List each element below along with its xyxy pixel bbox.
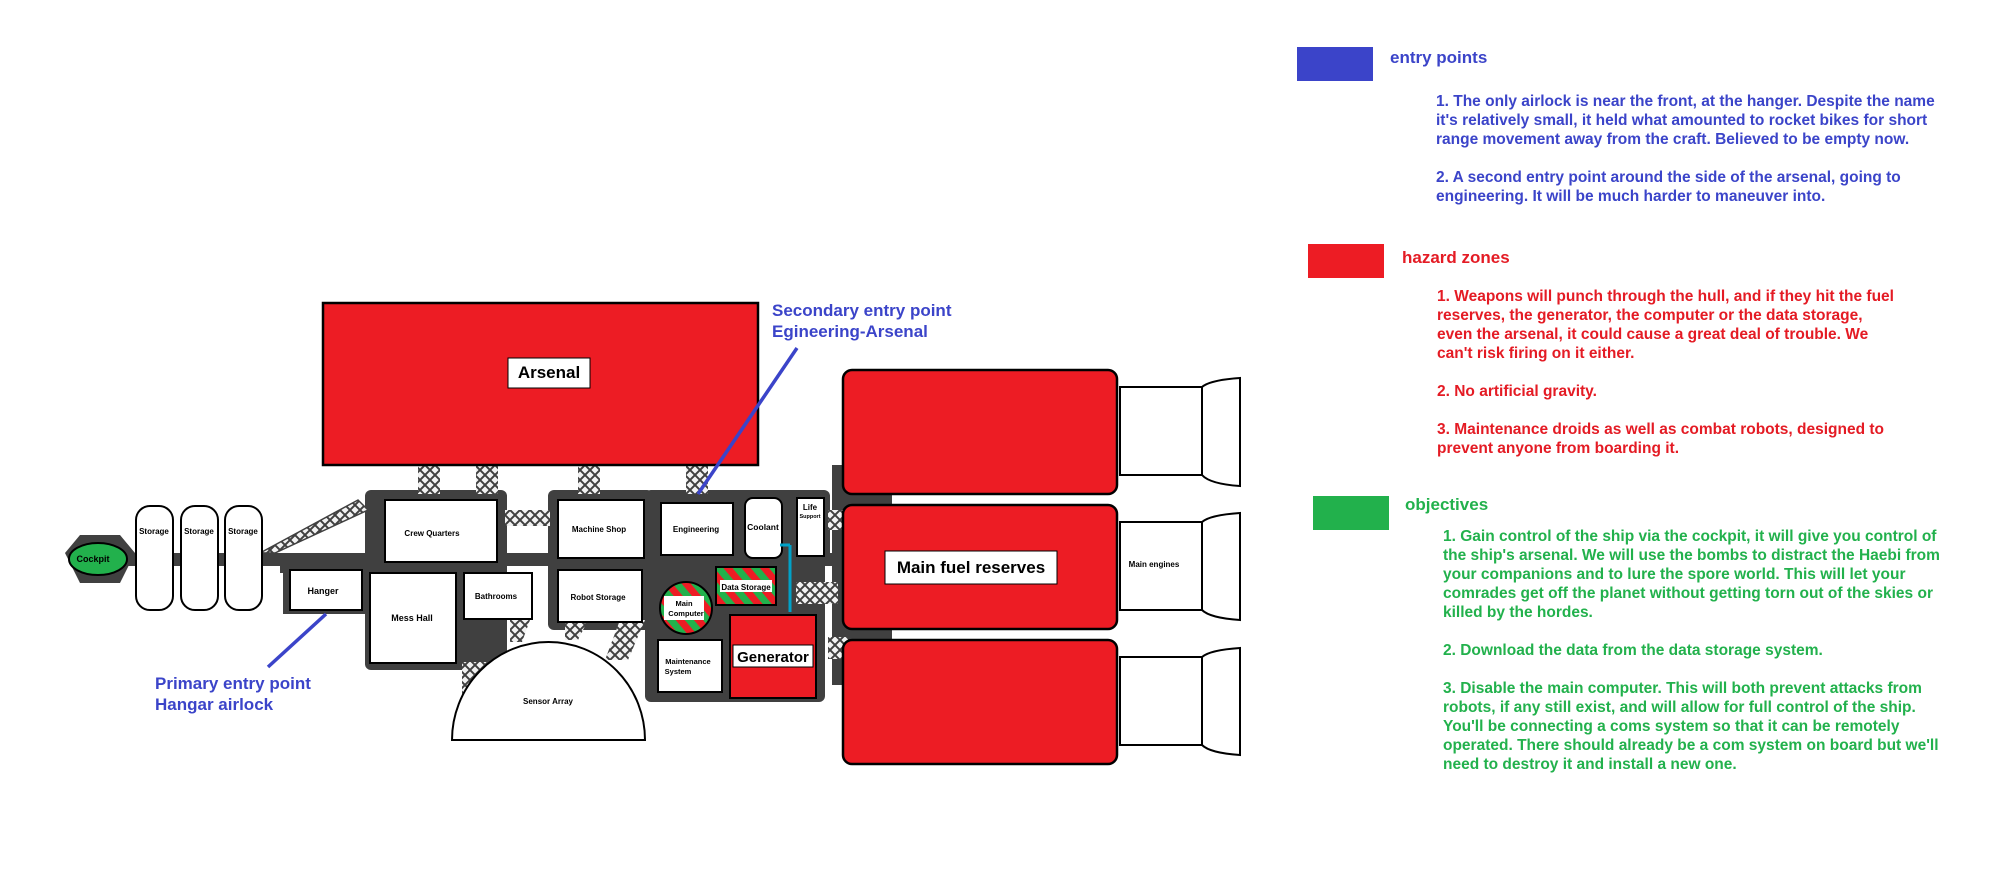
main-engines-label: Main engines — [1129, 560, 1180, 569]
mess-hall[interactable] — [369, 572, 457, 664]
engine-bell-bottom — [1201, 646, 1241, 757]
hanger-label: Hanger — [307, 586, 339, 596]
data-storage-label: Data Storage — [721, 583, 771, 592]
life-support[interactable] — [796, 497, 825, 557]
engineering-label: Engineering — [673, 525, 719, 534]
secondary-entry-label-line1: Secondary entry point — [772, 301, 952, 320]
engine-bell-top — [1201, 376, 1241, 488]
entry-point-item-2: 2. A second entry point around the side … — [1436, 169, 1901, 205]
storage-label-2: Storage — [184, 527, 214, 536]
fuel-tank-bottom[interactable] — [841, 638, 1119, 766]
sensor-array[interactable] — [450, 641, 647, 741]
hazard-zones-title: hazard zones — [1402, 248, 1510, 267]
objective-item-1: 1. Gain control of the ship via the cock… — [1443, 528, 1940, 621]
truss — [418, 462, 440, 494]
engine-nozzle-top — [1119, 386, 1203, 476]
truss — [578, 462, 600, 494]
crew-quarters[interactable] — [384, 499, 498, 563]
data-storage-label-box — [720, 580, 772, 592]
truss — [505, 510, 550, 526]
main-computer-label-2: Computer — [668, 609, 703, 618]
maintenance-system[interactable] — [657, 639, 723, 693]
hazard-item-3: 3. Maintenance droids as well as combat … — [1437, 421, 1885, 457]
ship-diagram: Cockpit Storage Storage Storage Arsenal … — [65, 301, 1241, 766]
main-fuel-reserves-label: Main fuel reserves — [897, 558, 1045, 577]
bathrooms[interactable] — [463, 572, 533, 620]
maintenance-label-1: Maintenance — [665, 657, 710, 666]
storage-pod-1[interactable] — [135, 505, 174, 611]
hazard-zones-text: 1. Weapons will punch through the hull, … — [1437, 287, 1897, 477]
arsenal-label-box — [507, 357, 591, 389]
main-computer-label-box — [664, 596, 704, 620]
generator-label: Generator — [737, 649, 809, 666]
robot-storage-label: Robot Storage — [570, 593, 626, 602]
storage-pod-2[interactable] — [180, 505, 219, 611]
bathrooms-label: Bathrooms — [475, 592, 518, 601]
machine-shop[interactable] — [557, 499, 645, 559]
engine-bell-middle — [1201, 511, 1241, 622]
truss — [510, 620, 530, 642]
cockpit-label: Cockpit — [76, 554, 109, 564]
life-support-label-1: Life — [803, 503, 818, 512]
truss — [796, 582, 838, 604]
truss — [605, 620, 645, 660]
engine-nozzle-middle — [1119, 521, 1203, 611]
machine-shop-label: Machine Shop — [572, 525, 626, 534]
objective-item-2: 2. Download the data from the data stora… — [1443, 642, 1823, 659]
primary-entry-label-line2: Hangar airlock — [155, 695, 274, 714]
primary-entry-label-line1: Primary entry point — [155, 674, 311, 693]
generator-label-box — [732, 644, 814, 668]
secondary-entry-label: Secondary entry point Egineering-Arsenal — [772, 300, 951, 342]
storage-label-1: Storage — [139, 527, 169, 536]
entry-points-title: entry points — [1390, 48, 1488, 67]
crew-quarters-label: Crew Quarters — [404, 529, 460, 538]
engineering[interactable] — [660, 502, 734, 556]
maintenance-label-2: System — [665, 667, 692, 676]
coolant-label: Coolant — [747, 522, 779, 532]
entry-point-item-1: 1. The only airlock is near the front, a… — [1436, 93, 1935, 148]
secondary-entry-pointer — [696, 347, 799, 495]
hazard-zones-swatch — [1308, 244, 1384, 278]
life-support-label-2: Support — [799, 514, 820, 520]
objectives-swatch — [1313, 496, 1389, 530]
fuel-label-box — [884, 550, 1058, 585]
truss — [259, 499, 370, 554]
sensor-array-label: Sensor Array — [523, 697, 574, 706]
storage-pod-3[interactable] — [224, 505, 263, 611]
mess-hall-label: Mess Hall — [391, 613, 433, 623]
engine-nozzle-bottom — [1119, 656, 1203, 746]
robot-storage[interactable] — [557, 569, 643, 623]
entry-points-swatch — [1297, 47, 1373, 81]
secondary-entry-label-line2: Egineering-Arsenal — [772, 322, 928, 341]
hanger[interactable] — [289, 569, 363, 611]
entry-points-text: 1. The only airlock is near the front, a… — [1436, 92, 1944, 225]
primary-entry-label: Primary entry point Hangar airlock — [155, 673, 311, 715]
objectives-title: objectives — [1405, 495, 1489, 514]
cockpit[interactable] — [68, 542, 128, 576]
truss — [565, 620, 588, 640]
hazard-item-2: 2. No artificial gravity. — [1437, 383, 1597, 400]
fuel-tank-top[interactable] — [841, 368, 1119, 496]
main-computer-label-1: Main — [675, 599, 693, 608]
arsenal[interactable] — [321, 301, 760, 467]
truss — [476, 462, 498, 494]
objective-item-3: 3. Disable the main computer. This will … — [1443, 680, 1939, 773]
storage-label-3: Storage — [228, 527, 258, 536]
coolant[interactable] — [744, 497, 783, 559]
hazard-item-1: 1. Weapons will punch through the hull, … — [1437, 288, 1894, 362]
primary-entry-pointer — [266, 612, 328, 669]
objectives-text: 1. Gain control of the ship via the cock… — [1443, 527, 1943, 793]
truss — [686, 462, 708, 494]
arsenal-label: Arsenal — [518, 363, 580, 382]
